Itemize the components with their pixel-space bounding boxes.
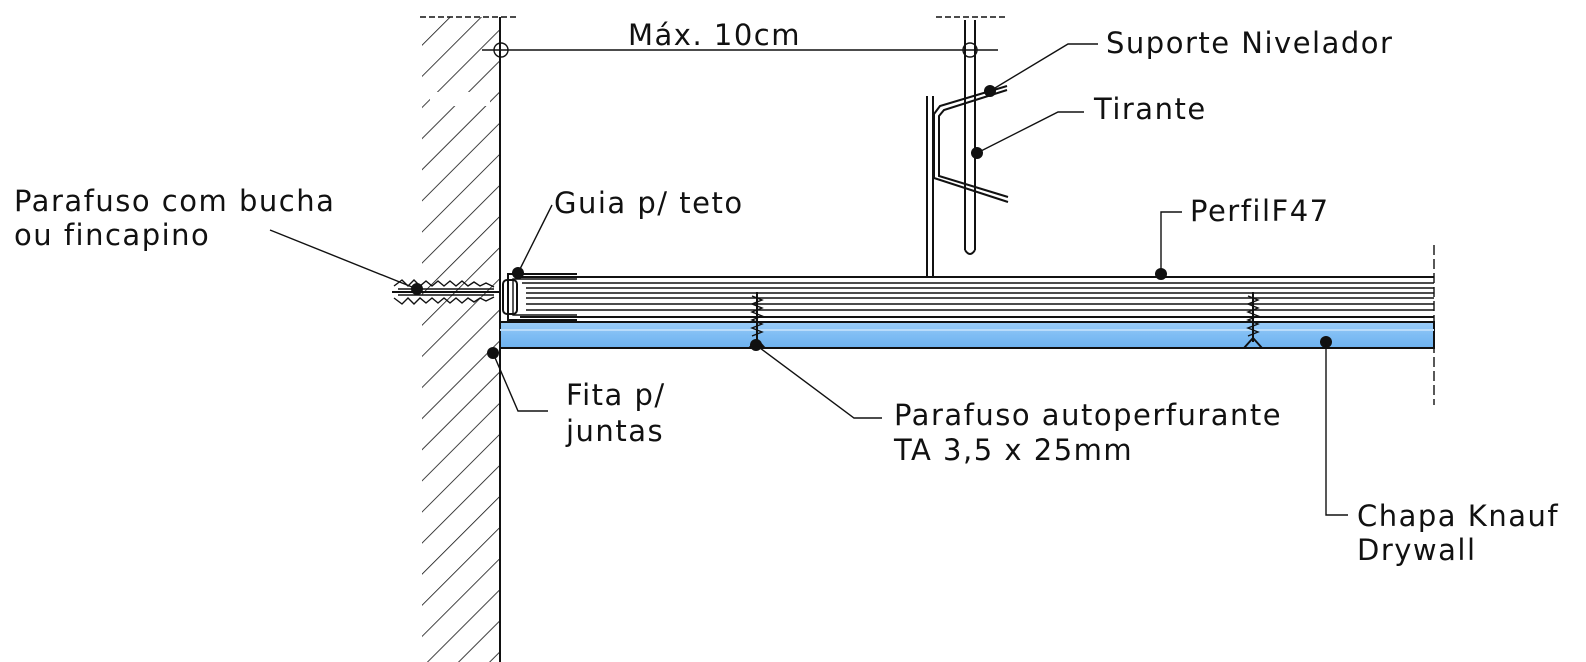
label-tirante: Tirante (1093, 92, 1207, 126)
leader-lines (269, 43, 1348, 516)
label-perfil: PerfilF47 (1190, 194, 1330, 228)
label-parafuso-bucha-line1: Parafuso com bucha (14, 184, 335, 218)
label-parafuso-auto-line1: Parafuso autoperfurante (894, 398, 1282, 432)
self-drilling-screw-2 (1243, 292, 1263, 349)
dimension-line: Máx. 10cm (482, 16, 1006, 58)
label-chapa-line2: Drywall (1357, 533, 1477, 567)
label-suporte-nivelador: Suporte Nivelador (1106, 26, 1393, 60)
anchor-screw (392, 279, 500, 305)
drywall-board (499, 321, 1435, 349)
label-chapa-line1: Chapa Knauf (1357, 499, 1559, 533)
hanger-rod (964, 20, 976, 255)
labels: Suporte Nivelador Tirante Parafuso com b… (14, 26, 1559, 567)
leveling-bracket (926, 85, 1009, 277)
ceiling-guide (502, 273, 577, 321)
dimension-label: Máx. 10cm (628, 18, 801, 52)
profile-f47 (520, 245, 1435, 405)
label-guia-teto: Guia p/ teto (554, 186, 744, 220)
label-fita-line1: Fita p/ (566, 378, 666, 412)
label-parafuso-bucha-line2: ou fincapino (14, 218, 210, 252)
label-fita-line2: juntas (565, 414, 664, 448)
label-parafuso-auto-line2: TA 3,5 x 25mm (893, 433, 1133, 467)
